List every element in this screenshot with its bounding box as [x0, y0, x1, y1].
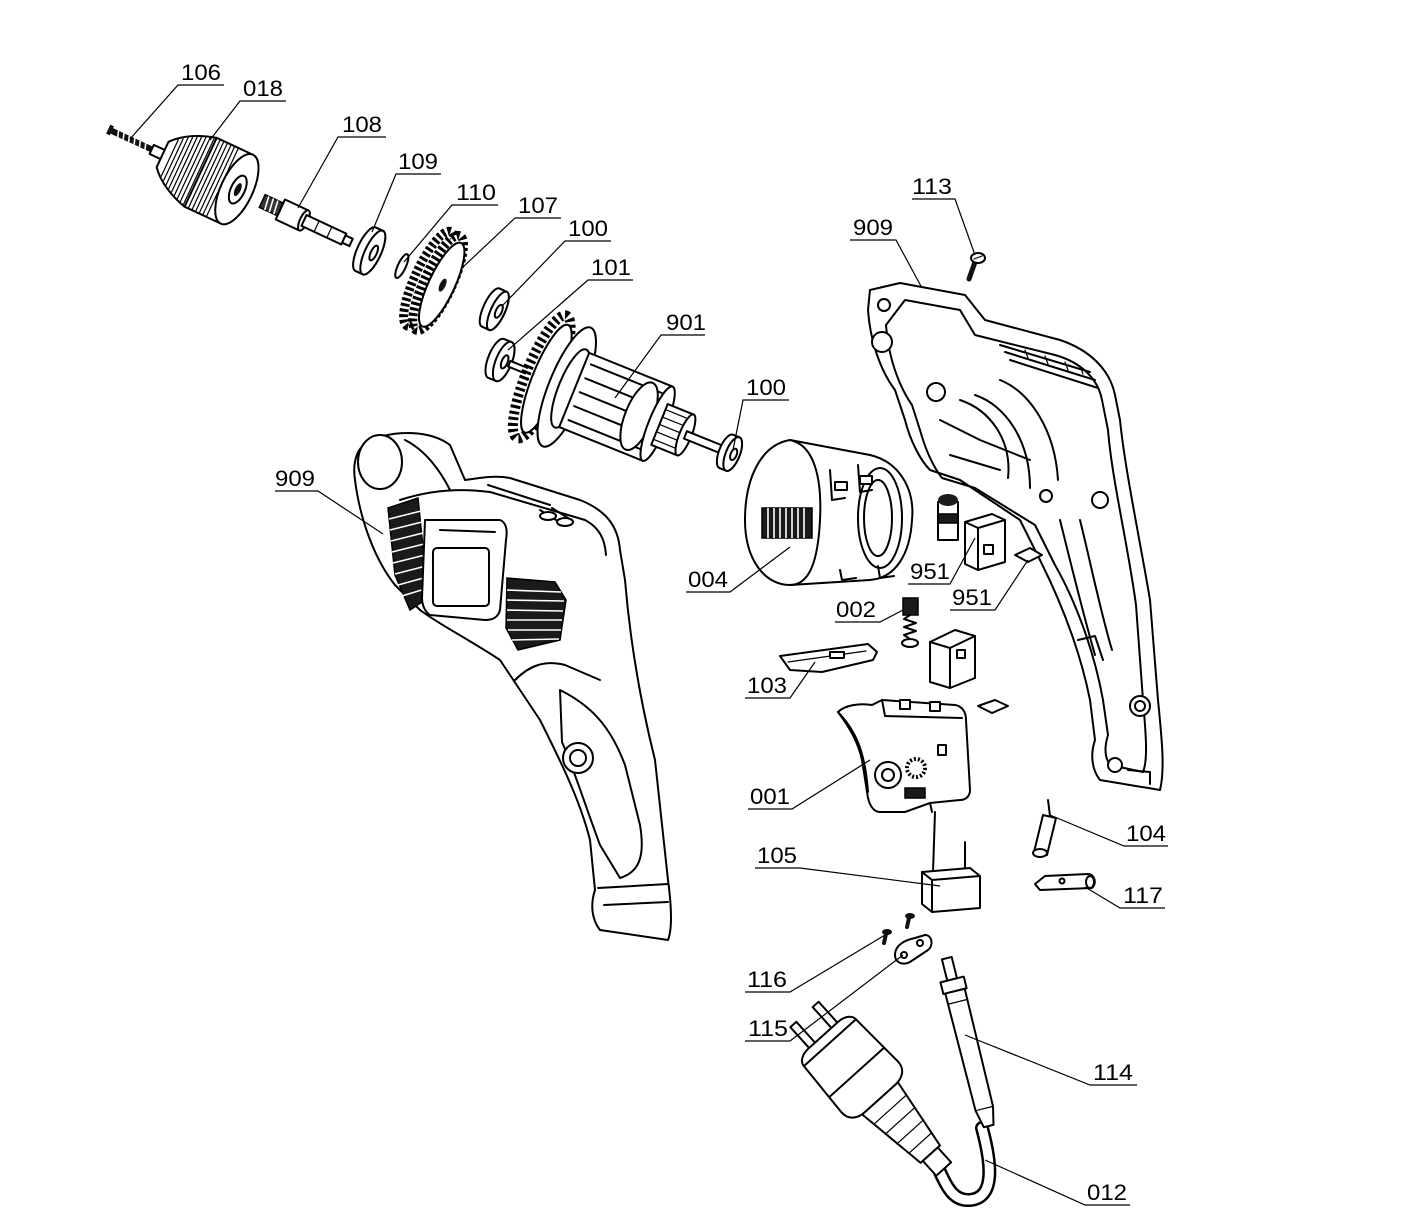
callout-105: 105: [757, 843, 797, 868]
leader-105: [755, 867, 941, 887]
leader-107: [461, 217, 561, 269]
part-018-chuck: [148, 134, 260, 226]
leader-002: [835, 609, 904, 623]
callout-109: 109: [398, 149, 438, 174]
leader-110: [403, 204, 498, 263]
small-plate: [977, 699, 1009, 714]
callout-001: 001: [750, 784, 790, 809]
front-shaft-assembly: [106, 124, 510, 335]
callout-103: 103: [747, 673, 787, 698]
part-901-armature: [507, 310, 727, 462]
leader-101: [507, 279, 633, 351]
part-012-cable: [933, 1121, 997, 1207]
leader-909-right: [850, 239, 923, 289]
part-909-housing-left: [353, 432, 672, 941]
leader-951-b: [950, 559, 1029, 611]
part-107-gear: [399, 226, 468, 335]
part-012-plug: [789, 1000, 953, 1177]
part-951-brush: [937, 494, 959, 541]
leader-018: [209, 100, 286, 141]
callout-117: 117: [1123, 883, 1163, 908]
part-001-switch: [837, 699, 971, 813]
leader-106: [129, 84, 224, 140]
callout-113: 113: [912, 174, 952, 199]
leader-012: [984, 1159, 1130, 1206]
part-004-stator: [744, 439, 914, 586]
leader-100-front: [502, 240, 611, 306]
part-909-housing-right: [867, 282, 1164, 791]
leader-100-rear: [732, 399, 789, 451]
part-100-bearing-rear: [715, 433, 744, 472]
callout-108: 108: [342, 112, 382, 137]
callout-018: 018: [243, 76, 283, 101]
callout-101: 101: [591, 255, 631, 280]
part-116-screws: [882, 913, 915, 945]
leader-117: [1084, 886, 1165, 909]
part-951-plate: [1014, 547, 1043, 563]
part-002-carbon-brush: [901, 597, 919, 648]
brush-holder-lower: [929, 629, 976, 689]
part-951-brush-holder: [964, 513, 1006, 571]
callout-002: 002: [836, 597, 876, 622]
callout-951-b: 951: [952, 585, 992, 610]
part-117-clip: [1034, 873, 1096, 891]
leader-115: [745, 954, 904, 1042]
leader-951-a: [908, 537, 976, 585]
part-100-bearing-front: [478, 287, 510, 332]
callout-116: 116: [747, 967, 787, 992]
part-101-bearing: [484, 337, 516, 383]
callout-114: 114: [1093, 1060, 1133, 1085]
leader-116: [745, 934, 886, 993]
callout-110: 110: [456, 180, 496, 205]
leader-001: [748, 759, 871, 810]
part-109-bearing: [352, 226, 387, 276]
callout-100-rear: 100: [746, 375, 786, 400]
leader-104: [1049, 814, 1168, 847]
part-114-cable-sleeve: [939, 955, 995, 1129]
leader-103: [745, 661, 816, 699]
callout-909-left: 909: [275, 466, 315, 491]
callout-115: 115: [748, 1016, 788, 1041]
armature-assembly: [484, 310, 744, 472]
part-110-retaining-ring: [394, 253, 410, 279]
part-113-screw: [966, 252, 986, 282]
leader-109: [371, 173, 441, 233]
callout-909-right: 909: [853, 215, 893, 240]
callout-104: 104: [1126, 821, 1166, 846]
leader-909-left: [275, 490, 384, 535]
leader-114: [964, 1034, 1137, 1086]
callout-106: 106: [181, 60, 221, 85]
leader-004: [686, 546, 791, 593]
callout-100-front: 100: [568, 216, 608, 241]
leader-901: [614, 334, 705, 399]
part-105-capacitor: [921, 811, 981, 913]
callout-901: 901: [666, 310, 706, 335]
callout-012: 012: [1087, 1180, 1127, 1205]
part-106-screw: [106, 124, 153, 153]
callout-004: 004: [688, 567, 728, 592]
part-103-plate: [779, 643, 878, 673]
callout-107: 107: [518, 193, 558, 218]
part-108-spindle: [258, 193, 354, 248]
part-115-cable-clamp: [894, 934, 933, 965]
callouts: 106 018 108 109 110 107 100 101 901 100 …: [129, 60, 1168, 1206]
leader-113: [912, 198, 976, 256]
part-104-spring-pin: [1032, 799, 1057, 858]
leader-108: [297, 136, 386, 209]
callout-951-a: 951: [910, 559, 950, 584]
